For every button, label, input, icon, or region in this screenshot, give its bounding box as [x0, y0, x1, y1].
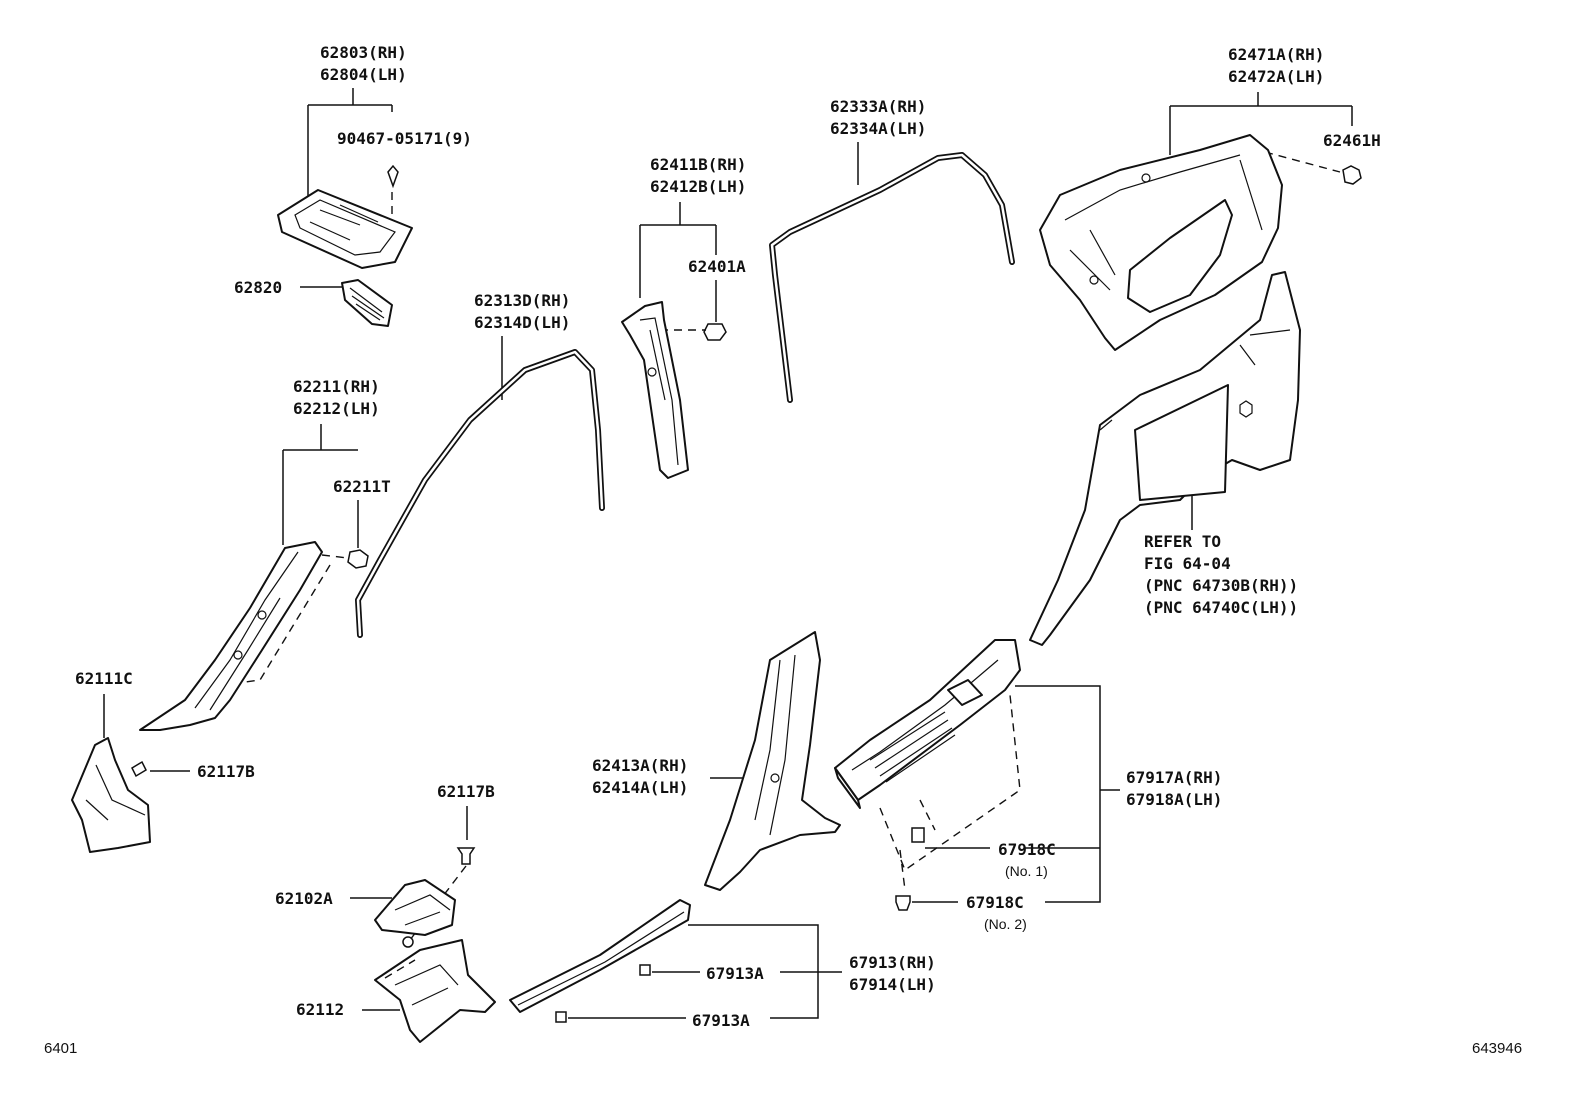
label-67914: 67914(LH): [849, 975, 936, 994]
refer-line-1: REFER TO: [1144, 532, 1221, 551]
leader-67917a: [1015, 685, 1120, 903]
label-62414a: 62414A(LH): [592, 778, 688, 797]
clip-62461h: [1342, 165, 1362, 185]
part-vent-62820: [341, 279, 393, 327]
label-62461h: 62461H: [1323, 131, 1381, 150]
part-weatherstrip-62333a: [769, 152, 1015, 403]
label-62333a: 62333A(RH): [830, 97, 926, 116]
part-upper-center-pillar: [621, 301, 689, 479]
dash-67918c: [879, 694, 1021, 891]
part-62112-kick-panel: [374, 939, 496, 1043]
label-62112: 62112: [296, 1000, 344, 1019]
refer-line-3: (PNC 64730B(RH)): [1144, 576, 1298, 595]
leader-62211: [282, 424, 358, 545]
label-62314d: 62314D(LH): [474, 313, 570, 332]
label-67917a: 67917A(RH): [1126, 768, 1222, 787]
leader-62411b: [639, 202, 717, 298]
label-62413a: 62413A(RH): [592, 756, 688, 775]
refer-line-4: (PNC 64740C(LH)): [1144, 598, 1298, 617]
label-62471a: 62471A(RH): [1228, 45, 1324, 64]
label-62401a: 62401A: [688, 257, 746, 276]
clip-67913a-1: [639, 964, 651, 976]
label-62804: 62804(LH): [320, 65, 407, 84]
refer-note: REFER TO FIG 64-04 (PNC 64730B(RH)) (PNC…: [1144, 532, 1298, 617]
label-67918c-1: 67918C: [998, 840, 1056, 859]
label-62102a: 62102A: [275, 889, 333, 908]
part-62102a-bracket: [374, 879, 456, 948]
clip-67913a-2: [555, 1011, 567, 1023]
label-62211t: 62211T: [333, 477, 391, 496]
label-67918a: 67918A(LH): [1126, 790, 1222, 809]
label-67913: 67913(RH): [849, 953, 936, 972]
part-quarter-upper-trim: [1039, 134, 1283, 351]
part-cowl-side-trim: [71, 737, 151, 853]
corner-code-right: 643946: [1472, 1040, 1522, 1057]
label-62472a: 62472A(LH): [1228, 67, 1324, 86]
label-62212: 62212(LH): [293, 399, 380, 418]
label-no1: (No. 1): [1005, 863, 1048, 879]
part-front-pillar-garnish: [139, 541, 323, 731]
label-62117b-2: 62117B: [437, 782, 495, 801]
screw-90467: [387, 164, 399, 189]
part-scuff-plate-67913: [509, 899, 691, 1023]
clip-62117b-2: [456, 847, 476, 865]
label-62411b: 62411B(RH): [650, 155, 746, 174]
part-weatherstrip-62313d: [355, 349, 605, 638]
label-62803: 62803(RH): [320, 43, 407, 62]
label-62111c: 62111C: [75, 669, 133, 688]
label-62117b-1: 62117B: [197, 762, 255, 781]
clip-62211t: [347, 549, 369, 569]
part-quarter-lower-trim: [1029, 271, 1301, 646]
part-center-pillar-lower: [704, 631, 841, 891]
clip-67918c-no2: [895, 895, 911, 911]
part-sunroof-frame: [277, 189, 413, 269]
label-62334a: 62334A(LH): [830, 119, 926, 138]
leader-62471a: [1169, 92, 1353, 155]
label-62211: 62211(RH): [293, 377, 380, 396]
label-67913a-2: 67913A: [692, 1011, 750, 1030]
label-no2: (No. 2): [984, 916, 1027, 932]
label-group-62803: 62803(RH) 62804(LH): [320, 43, 407, 84]
dash-62211t: [244, 554, 349, 683]
clip-67918c-no1: [911, 827, 925, 843]
label-62412b: 62412B(LH): [650, 177, 746, 196]
clip-62117b-1: [131, 760, 147, 778]
clip-62401a: [703, 323, 727, 341]
refer-line-2: FIG 64-04: [1144, 554, 1231, 573]
label-67918c-2: 67918C: [966, 893, 1024, 912]
leader-62803: [307, 88, 393, 205]
label-62313d: 62313D(RH): [474, 291, 570, 310]
corner-code-left: 6401: [44, 1040, 77, 1057]
part-rear-scuff-plate: [834, 639, 1021, 809]
label-90467: 90467-05171(9): [337, 129, 472, 148]
label-67913a-1: 67913A: [706, 964, 764, 983]
label-62820: 62820: [234, 278, 282, 297]
dash-62112: [384, 959, 416, 979]
